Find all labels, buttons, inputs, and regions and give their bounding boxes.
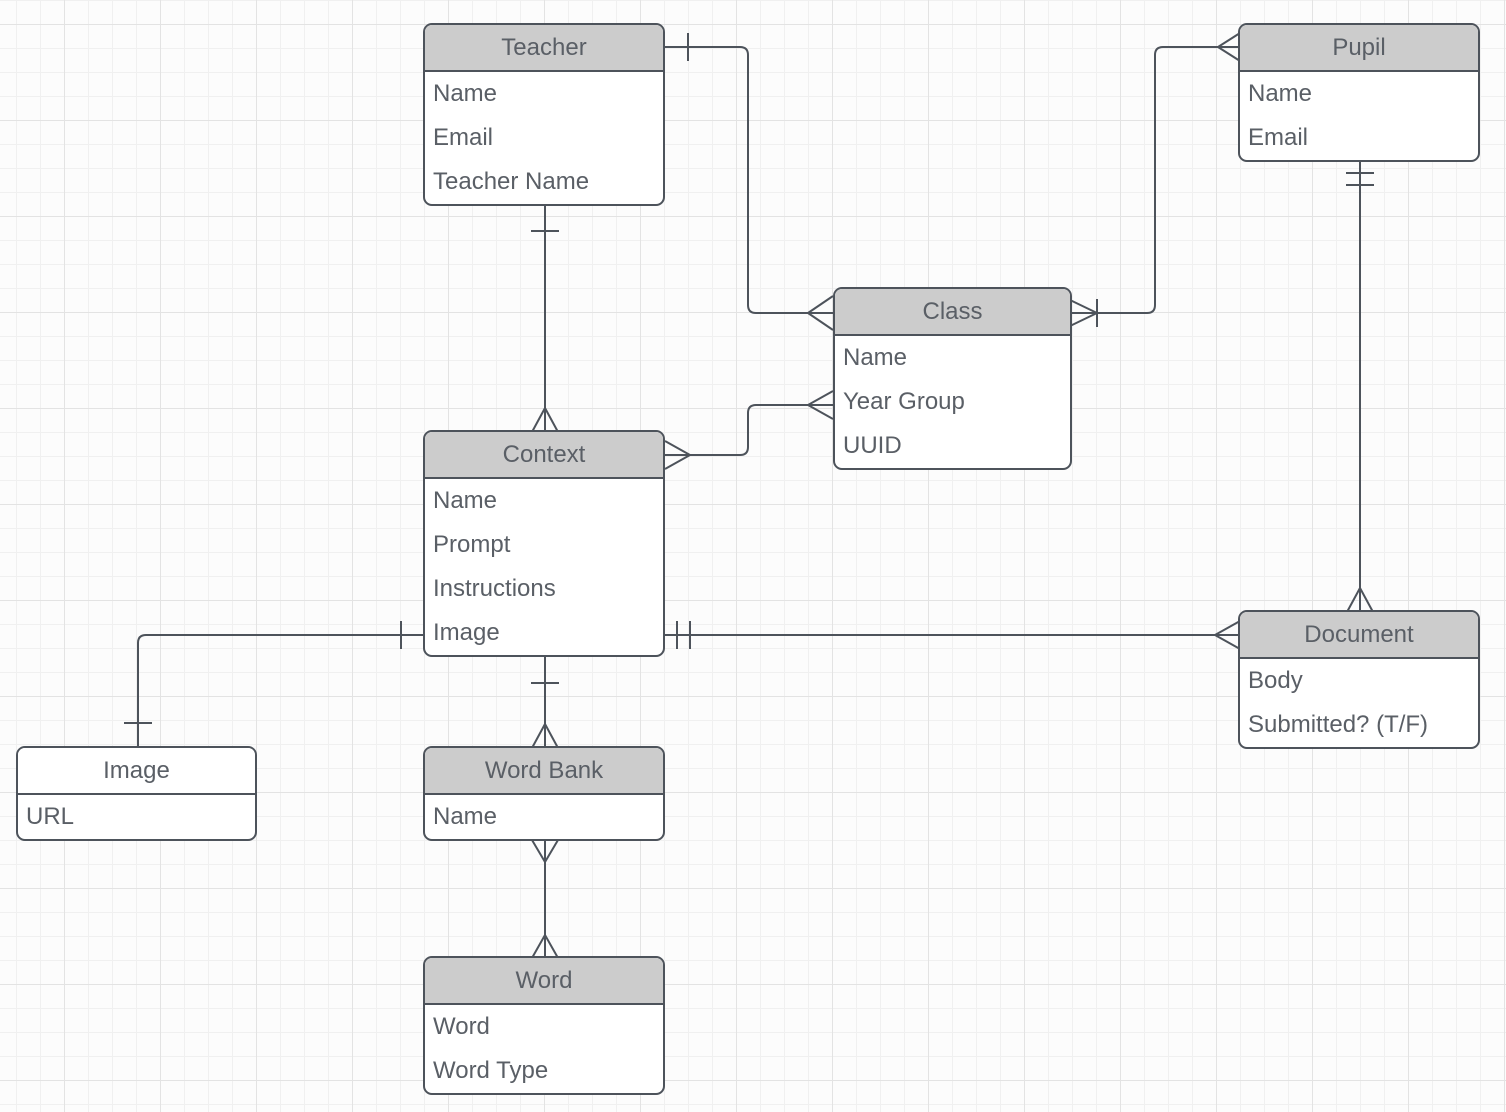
connector-teacher-context[interactable]	[531, 205, 559, 433]
entity-pupil-title[interactable]: Pupil	[1240, 25, 1478, 72]
entity-teacher-attribute[interactable]: Name	[433, 80, 498, 107]
connector-context-document[interactable]	[665, 620, 1241, 650]
entity-document[interactable]: Document Body Submitted? (T/F)	[1238, 610, 1480, 749]
entity-teacher-attribute[interactable]: Email	[433, 124, 494, 151]
entity-image-attribute[interactable]: URL	[26, 803, 75, 830]
entity-wordbank-attribute[interactable]: Name	[433, 803, 498, 830]
entity-pupil-attribute[interactable]: Name	[1248, 80, 1313, 107]
entity-document-title[interactable]: Document	[1240, 612, 1478, 659]
entity-image[interactable]: Image URL	[16, 746, 257, 841]
entity-context-attribute[interactable]: Instructions	[433, 575, 556, 602]
entity-class-attribute[interactable]: UUID	[843, 432, 902, 459]
connector-context-class[interactable]	[664, 390, 834, 470]
entity-wordbank[interactable]: Word Bank Name	[423, 746, 665, 841]
entity-word-title[interactable]: Word	[425, 958, 663, 1005]
connector-context-wordbank[interactable]	[531, 657, 559, 749]
entity-context-attribute[interactable]: Image	[433, 619, 500, 646]
entity-document-attribute[interactable]: Body	[1248, 667, 1303, 694]
entity-pupil[interactable]: Pupil Name Email	[1238, 23, 1480, 162]
entity-pupil-attribute[interactable]: Email	[1248, 124, 1309, 151]
entity-word-attribute[interactable]: Word	[433, 1013, 490, 1040]
entity-context[interactable]: Context Name Prompt Instructions Image	[423, 430, 665, 657]
entity-class[interactable]: Class Name Year Group UUID	[833, 287, 1072, 470]
entity-context-attribute[interactable]: Prompt	[433, 531, 511, 558]
connector-context-image[interactable]	[124, 621, 425, 748]
entity-teacher-attribute[interactable]: Teacher Name	[433, 168, 590, 195]
entity-word[interactable]: Word Word Word Type	[423, 956, 665, 1095]
entity-wordbank-title[interactable]: Word Bank	[425, 748, 663, 795]
entity-context-title[interactable]: Context	[425, 432, 663, 479]
connector-pupil-document[interactable]	[1346, 160, 1374, 613]
connector-class-pupil[interactable]	[1069, 32, 1241, 327]
entity-document-attribute[interactable]: Submitted? (T/F)	[1248, 711, 1429, 738]
entity-class-attribute[interactable]: Year Group	[843, 388, 965, 415]
entity-context-attribute[interactable]: Name	[433, 487, 498, 514]
entity-class-title[interactable]: Class	[835, 289, 1070, 336]
entity-word-attribute[interactable]: Word Type	[433, 1057, 549, 1084]
entity-class-attribute[interactable]: Name	[843, 344, 908, 371]
entity-teacher-title[interactable]: Teacher	[425, 25, 663, 72]
entity-teacher[interactable]: Teacher Name Email Teacher Name	[423, 23, 665, 206]
entity-image-title[interactable]: Image	[18, 748, 255, 795]
connector-wordbank-word[interactable]	[531, 839, 559, 959]
connector-teacher-class[interactable]	[665, 33, 834, 331]
